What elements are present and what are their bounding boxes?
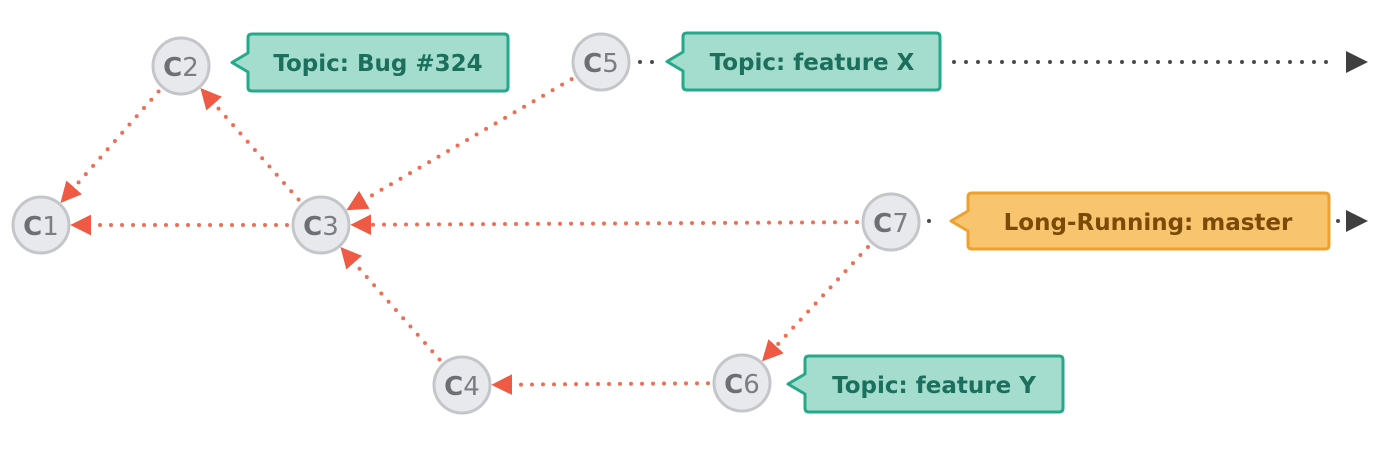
branch-label-feature-y: Topic: feature Y — [786, 354, 1065, 414]
parent-link-c7-c3 — [350, 214, 860, 236]
branch-label-master-text: Long-Running: master — [1004, 210, 1293, 236]
commit-c5: C5 — [571, 32, 631, 92]
commit-circle — [712, 353, 772, 413]
commit-c3: C3 — [291, 195, 351, 255]
commit-label-prefix: C — [444, 372, 463, 402]
branch-label-feature-y-text: Topic: feature Y — [832, 373, 1036, 399]
commit-label: C2 — [163, 53, 199, 83]
commit-label-number: 7 — [892, 209, 909, 239]
branch-labels: Topic: Bug #324 Topic: feature X Long-Ru… — [230, 31, 1331, 414]
commit-label-prefix: C — [724, 370, 743, 400]
commit-circle — [571, 32, 631, 92]
commit-label: C4 — [444, 372, 480, 402]
commit-c2: C2 — [151, 36, 211, 96]
parent-link-c3-c2 — [200, 88, 301, 202]
commit-label-number: 6 — [743, 370, 760, 400]
branch-label-feature-x: Topic: feature X — [665, 31, 942, 92]
commit-label: C5 — [583, 49, 619, 79]
commit-circle — [861, 192, 921, 252]
commit-circle — [432, 355, 492, 415]
commit-label-number: 5 — [602, 49, 619, 79]
parent-link-c5-c3 — [346, 77, 574, 211]
commit-label-prefix: C — [583, 49, 602, 79]
commit-c1: C1 — [11, 195, 71, 255]
branch-label-feature-x-text: Topic: feature X — [710, 50, 915, 76]
continuation-arrow-master — [1346, 210, 1368, 232]
branch-continuations — [638, 51, 1368, 232]
continuation-arrow-feature-x — [1346, 51, 1368, 73]
parent-link-c4-c3 — [340, 247, 442, 362]
commit-label: C3 — [303, 212, 339, 242]
commit-c6: C6 — [712, 353, 772, 413]
parent-link-c7-c6 — [761, 244, 870, 362]
commit-c7: C7 — [861, 192, 921, 252]
commit-label-number: 4 — [463, 372, 480, 402]
commit-label-prefix: C — [23, 212, 42, 242]
commit-label: C7 — [873, 209, 909, 239]
branch-label-master: Long-Running: master — [949, 191, 1331, 251]
commit-label: C6 — [724, 370, 760, 400]
commit-label-prefix: C — [163, 53, 182, 83]
commit-circle — [151, 36, 211, 96]
commit-label-number: 2 — [182, 53, 199, 83]
branch-label-bug-324-text: Topic: Bug #324 — [273, 51, 482, 77]
commit-label: C1 — [23, 212, 59, 242]
commit-c4: C4 — [432, 355, 492, 415]
commit-circle — [11, 195, 71, 255]
commit-label-number: 3 — [322, 212, 339, 242]
commit-label-prefix: C — [303, 212, 322, 242]
branch-label-bug-324: Topic: Bug #324 — [230, 32, 510, 93]
parent-link-c6-c4 — [491, 374, 711, 396]
commit-label-number: 1 — [42, 212, 59, 242]
commit-circle — [291, 195, 351, 255]
parent-link-c2-c1 — [60, 89, 161, 203]
commit-label-prefix: C — [873, 209, 892, 239]
parent-links — [60, 77, 870, 396]
